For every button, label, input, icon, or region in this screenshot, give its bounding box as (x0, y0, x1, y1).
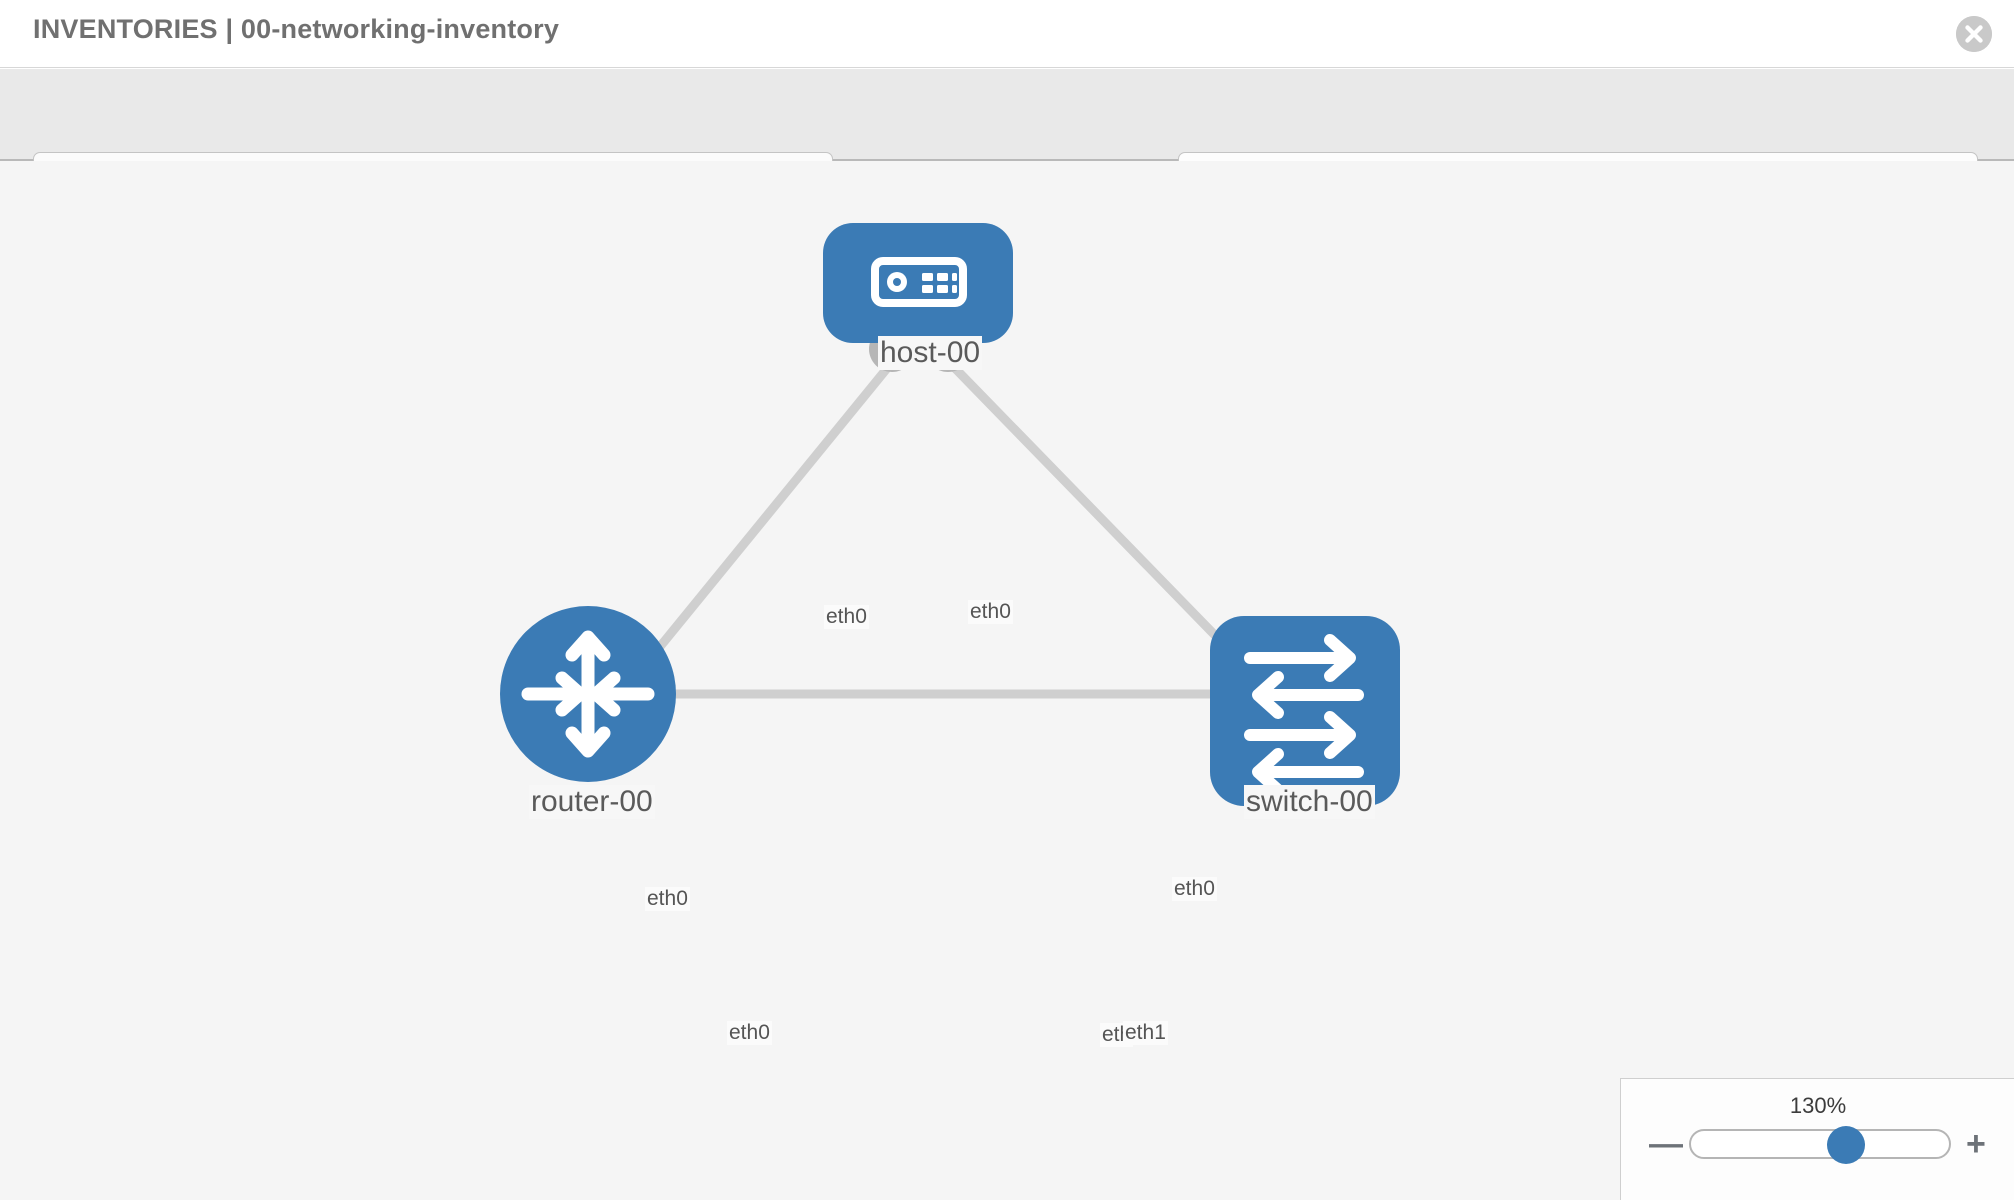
topology-links (628, 357, 1245, 699)
interface-label: eth0 (1172, 877, 1217, 901)
interface-label: eth0 (727, 1021, 772, 1045)
toolbar: ACTIONS SEARC (0, 69, 2014, 206)
topology-graph (500, 223, 1400, 806)
interface-label: eth0 (645, 887, 690, 911)
zoom-out-button[interactable]: — (1649, 1125, 1683, 1163)
page-header: INVENTORIES | 00-networking-inventory (0, 0, 2014, 68)
zoom-in-button[interactable]: + (1966, 1125, 1986, 1163)
switch-icon (1244, 634, 1364, 796)
link-router-host (628, 358, 897, 684)
node-label-router-00: router-00 (529, 785, 655, 819)
server-icon (871, 257, 967, 307)
topology-interfaces (617, 326, 1266, 717)
topology-canvas[interactable]: host-00 router-00 switch-00 eth0 eth0 et… (0, 161, 2014, 1200)
node-router-00 (500, 606, 676, 782)
interface-label: eth1 (1123, 1021, 1168, 1045)
link-host-switch (944, 357, 1244, 665)
zoom-slider-handle[interactable] (1827, 1126, 1866, 1164)
node-host-00 (823, 223, 1013, 343)
zoom-slider[interactable] (1689, 1126, 1951, 1164)
zoom-control-panel: 130% — + (1620, 1078, 2014, 1200)
interface-label: eth0 (824, 605, 869, 629)
page-title: INVENTORIES | 00-networking-inventory (33, 14, 560, 44)
router-icon (521, 630, 655, 758)
node-label-switch-00: switch-00 (1244, 785, 1375, 819)
close-icon[interactable] (1956, 16, 1992, 52)
node-label-host-00: host-00 (878, 336, 983, 370)
node-switch-00 (1210, 616, 1400, 806)
zoom-level-value: 130% (1789, 1093, 1847, 1118)
interface-label: eth0 (968, 600, 1013, 624)
